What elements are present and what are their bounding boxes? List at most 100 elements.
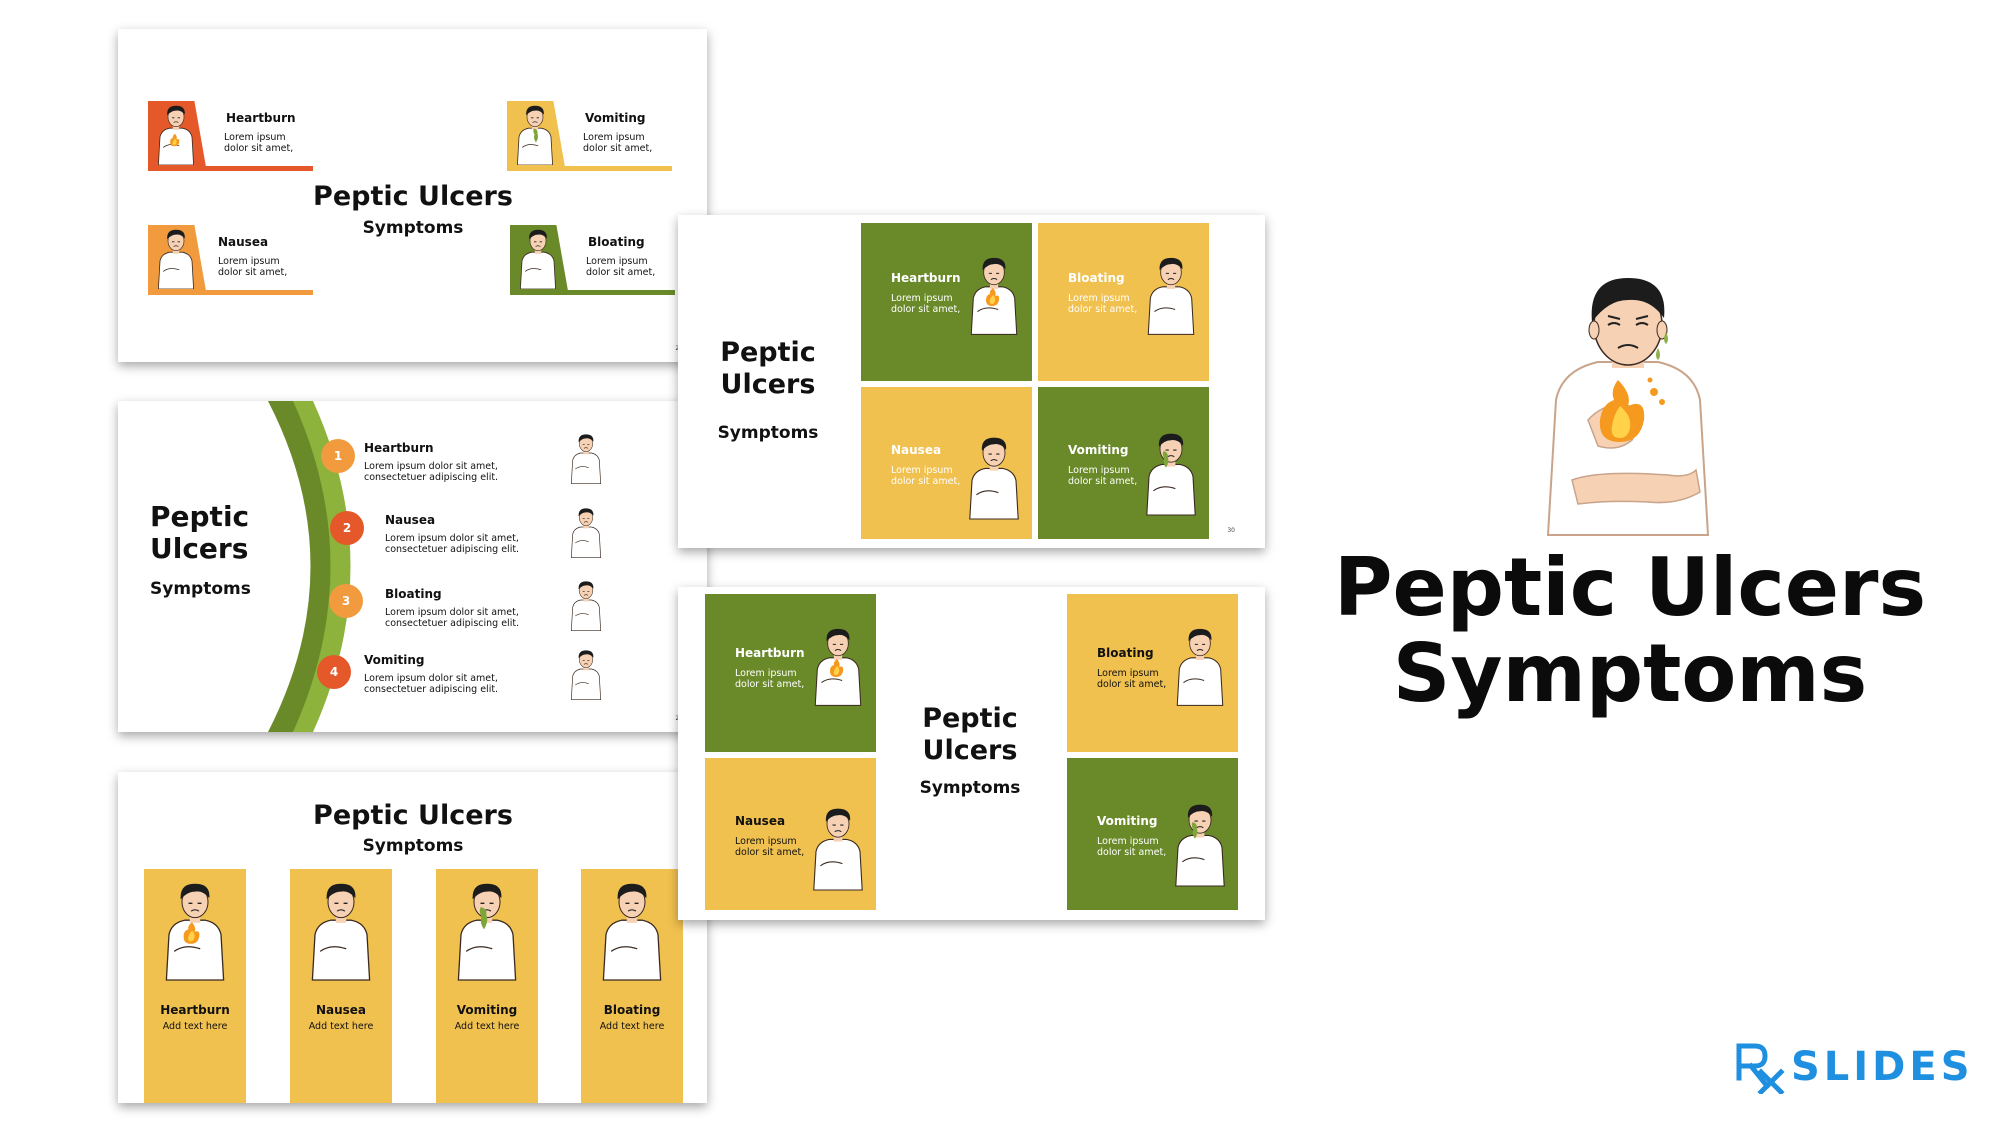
slide-subtitle: Symptoms	[362, 218, 464, 238]
tile-title: Nausea	[891, 443, 942, 457]
slide-subtitle: Symptoms	[919, 778, 1021, 798]
rxslides-logo[interactable]: SLIDES	[1735, 1042, 1983, 1094]
hero-title: Peptic Ulcers	[1333, 541, 1927, 634]
tile-title: Heartburn	[891, 271, 961, 285]
card-text: Lorem ipsum dolor sit amet,	[224, 132, 294, 154]
column-text: Add text here	[454, 1021, 520, 1032]
item-text: Lorem ipsum dolor sit amet, consectetuer…	[385, 607, 520, 629]
bloating-person-icon	[593, 873, 671, 983]
tile-heartburn: Heartburn Lorem ipsum dolor sit amet,	[861, 223, 1032, 381]
card-title: Bloating	[588, 235, 645, 249]
nausea-person-icon	[566, 503, 606, 559]
slide-thumbnail-4[interactable]: Peptic Ulcers Symptoms Heartburn Lorem i…	[678, 215, 1265, 548]
flame-icon	[180, 921, 204, 945]
tile-bloating: Bloating Lorem ipsum dolor sit amet,	[1038, 223, 1209, 381]
column-title: Bloating	[603, 1003, 661, 1017]
tile-nausea: Nausea Lorem ipsum dolor sit amet,	[861, 387, 1032, 539]
slide-subtitle: Symptoms	[150, 579, 251, 599]
hero-subtitle: Symptoms	[1392, 627, 1868, 720]
number-badge: 2	[330, 511, 364, 545]
flame-icon	[827, 658, 847, 678]
symptom-card-vomiting: Vomiting Lorem ipsum dolor sit amet,	[507, 101, 672, 171]
nausea-person-icon	[152, 225, 200, 289]
slide-thumbnail-1[interactable]: Heartburn Lorem ipsum dolor sit amet, Vo…	[118, 29, 707, 362]
tile-title: Heartburn	[735, 646, 805, 660]
item-title: Heartburn	[364, 441, 434, 455]
nausea-person-icon	[961, 413, 1027, 537]
symptom-column-nausea: Nausea Add text here	[290, 869, 392, 1103]
card-underline	[148, 166, 313, 171]
bloating-person-icon	[566, 576, 606, 632]
card-underline	[507, 166, 672, 171]
column-text: Add text here	[162, 1021, 228, 1032]
flame-icon	[168, 133, 182, 147]
heartburn-person-hero-icon	[1546, 278, 1710, 536]
slide-subtitle: Symptoms	[717, 423, 819, 443]
column-title: Nausea	[315, 1003, 367, 1017]
nausea-person-icon	[302, 873, 380, 983]
item-title: Vomiting	[364, 653, 425, 667]
tile-vomiting: Vomiting Lorem ipsum dolor sit amet,	[1067, 758, 1238, 910]
nausea-person-icon	[805, 784, 871, 908]
slide-title-line1: Peptic	[922, 703, 1018, 734]
card-text: Lorem ipsum dolor sit amet,	[586, 256, 656, 278]
tile-title: Bloating	[1068, 271, 1125, 285]
vomit-icon	[1189, 820, 1201, 842]
tile-heartburn: Heartburn Lorem ipsum dolor sit amet,	[705, 594, 876, 752]
symptom-card-nausea: Nausea Lorem ipsum dolor sit amet,	[148, 225, 313, 295]
tile-text: Lorem ipsum dolor sit amet,	[891, 465, 961, 487]
card-title: Nausea	[218, 235, 269, 249]
tile-nausea: Nausea Lorem ipsum dolor sit amet,	[705, 758, 876, 910]
slide-subtitle: Symptoms	[362, 836, 464, 856]
symptom-card-heartburn: Heartburn Lorem ipsum dolor sit amet,	[148, 101, 313, 171]
vomiting-person-icon	[566, 645, 606, 701]
tile-text: Lorem ipsum dolor sit amet,	[891, 293, 961, 315]
card-text: Lorem ipsum dolor sit amet,	[218, 256, 288, 278]
tile-text: Lorem ipsum dolor sit amet,	[1068, 465, 1138, 487]
number-badge: 4	[317, 655, 351, 689]
item-text: Lorem ipsum dolor sit amet, consectetuer…	[364, 461, 499, 483]
slide-thumbnail-3[interactable]: Peptic Ulcers Symptoms Heartburn Add tex…	[118, 772, 707, 1103]
card-title: Heartburn	[226, 111, 296, 125]
vomiting-person-icon	[1167, 784, 1233, 900]
slide-title: Peptic Ulcers	[313, 181, 513, 212]
slide-title-line2: Ulcers	[150, 532, 249, 565]
slide-title-line1: Peptic	[150, 500, 250, 533]
column-text: Add text here	[308, 1021, 374, 1032]
slide-thumbnail-5[interactable]: Heartburn Lorem ipsum dolor sit amet, Na…	[678, 587, 1265, 920]
card-text: Lorem ipsum dolor sit amet,	[583, 132, 653, 154]
slide-title: Peptic Ulcers	[313, 800, 513, 831]
vomiting-person-icon	[1138, 413, 1204, 529]
tile-title: Nausea	[735, 814, 786, 828]
column-text: Add text here	[599, 1021, 665, 1032]
tile-text: Lorem ipsum dolor sit amet,	[1097, 836, 1167, 858]
slide-number: 30	[1227, 527, 1235, 534]
slide-thumbnail-2[interactable]: Peptic Ulcers Symptoms 1 Heartburn Lorem…	[118, 401, 707, 732]
tile-text: Lorem ipsum dolor sit amet,	[735, 668, 805, 690]
tile-bloating: Bloating Lorem ipsum dolor sit amet,	[1067, 594, 1238, 752]
number-badge: 3	[329, 584, 363, 618]
symptom-column-heartburn: Heartburn Add text here	[144, 869, 246, 1103]
bloating-person-icon	[1169, 612, 1231, 716]
slide-title-line1: Peptic	[720, 337, 816, 368]
item-title: Nausea	[385, 513, 436, 527]
tile-vomiting: Vomiting Lorem ipsum dolor sit amet,	[1038, 387, 1209, 539]
column-title: Vomiting	[456, 1003, 518, 1017]
vomit-icon	[1160, 449, 1172, 471]
column-title: Heartburn	[160, 1003, 230, 1017]
item-text: Lorem ipsum dolor sit amet, consectetuer…	[364, 673, 499, 695]
tile-title: Vomiting	[1068, 443, 1129, 457]
symptom-column-vomiting: Vomiting Add text here	[436, 869, 538, 1103]
logo-text: SLIDES	[1791, 1044, 1974, 1090]
card-underline	[510, 290, 675, 295]
bloating-person-icon	[1140, 241, 1202, 345]
green-arc-decoration	[268, 401, 351, 732]
slide-title-line2: Ulcers	[720, 369, 816, 400]
slide-title-line2: Ulcers	[922, 735, 1018, 766]
symptom-column-bloating: Bloating Add text here	[581, 869, 683, 1103]
vomit-icon	[476, 905, 492, 933]
heartburn-person-icon	[566, 429, 606, 485]
item-title: Bloating	[385, 587, 442, 601]
symptom-card-bloating: Bloating Lorem ipsum dolor sit amet,	[510, 225, 675, 295]
tile-title: Vomiting	[1097, 814, 1158, 828]
